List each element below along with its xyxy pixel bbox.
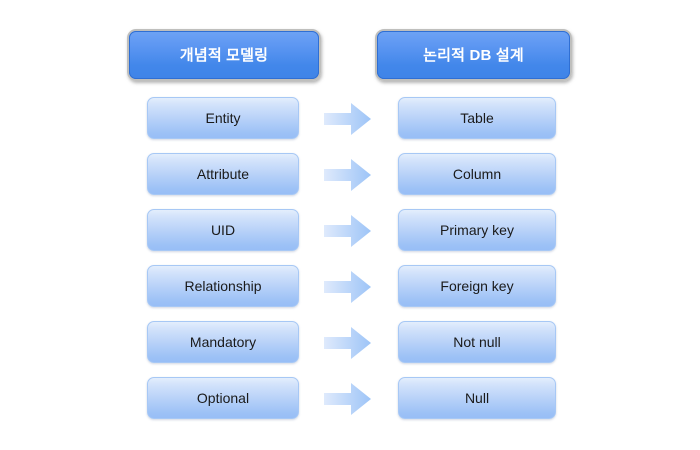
arrow-right-icon (324, 214, 372, 248)
concept-item-optional[interactable]: Optional (147, 377, 299, 419)
logical-item-label: Table (460, 110, 494, 126)
logical-item-column[interactable]: Column (398, 153, 556, 195)
concept-item-label: Relationship (184, 278, 262, 294)
concept-item-label: Optional (196, 390, 250, 406)
concept-item-mandatory[interactable]: Mandatory (147, 321, 299, 363)
logical-item-label: Not null (453, 334, 501, 350)
concept-item-relationship[interactable]: Relationship (147, 265, 299, 307)
column-header-conceptual[interactable]: 개념적 모델링 (127, 29, 321, 81)
concept-item-label: Mandatory (189, 334, 257, 350)
arrow-right-icon (324, 270, 372, 304)
column-header-logical-label: 논리적 DB 설계 (423, 46, 524, 64)
concept-item-label: Entity (205, 110, 241, 126)
arrow-right-icon (324, 158, 372, 192)
logical-item-label: Primary key (440, 222, 514, 238)
concept-item-attribute[interactable]: Attribute (147, 153, 299, 195)
logical-item-not-null[interactable]: Not null (398, 321, 556, 363)
arrow-right-icon (324, 326, 372, 360)
arrow-right-icon (324, 382, 372, 416)
logical-item-primary-key[interactable]: Primary key (398, 209, 556, 251)
concept-item-label: UID (210, 222, 236, 238)
column-header-logical[interactable]: 논리적 DB 설계 (375, 29, 572, 81)
logical-item-label: Null (464, 390, 490, 406)
logical-item-table[interactable]: Table (398, 97, 556, 139)
logical-item-label: Column (452, 166, 502, 182)
logical-item-foreign-key[interactable]: Foreign key (398, 265, 556, 307)
arrow-right-icon (324, 102, 372, 136)
column-header-conceptual-label: 개념적 모델링 (179, 46, 269, 64)
concept-item-entity[interactable]: Entity (147, 97, 299, 139)
logical-item-null[interactable]: Null (398, 377, 556, 419)
concept-item-uid[interactable]: UID (147, 209, 299, 251)
logical-item-label: Foreign key (440, 278, 514, 294)
concept-item-label: Attribute (196, 166, 250, 182)
